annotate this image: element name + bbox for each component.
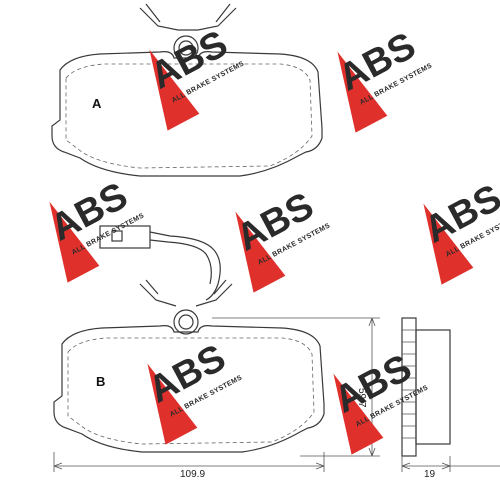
pad-a-clip-eye-inner xyxy=(178,40,194,56)
pad-b-outline xyxy=(53,325,325,453)
thickness-dim-label: 19 xyxy=(424,469,436,480)
pad-b-friction-outline xyxy=(67,337,315,445)
abs-logo-red-shape xyxy=(235,211,286,293)
height-dim-extension xyxy=(212,317,380,457)
width-dim-label: 109.9 xyxy=(180,469,205,480)
abs-logo-red-shape xyxy=(423,203,474,285)
wear-sensor-connector xyxy=(99,225,151,249)
height-dim-line xyxy=(368,317,376,457)
svg-text:ABS: ABS xyxy=(328,347,419,422)
svg-text:ABS: ABS xyxy=(142,337,233,412)
abs-logo-2: ABS ALL BRAKE SYSTEMS xyxy=(332,25,433,133)
height-dim-label: 59.7 xyxy=(356,388,367,408)
pad-b-label: B xyxy=(96,374,105,389)
svg-text:ABS: ABS xyxy=(144,23,235,98)
abs-logo-5: ABS ALL BRAKE SYSTEMS xyxy=(418,177,500,285)
wear-sensor-wire xyxy=(149,231,221,301)
abs-logo-7: ABS ALL BRAKE SYSTEMS xyxy=(328,347,429,455)
dimensions: 109.9 59.7 19 xyxy=(53,317,500,480)
abs-logo-red-shape xyxy=(333,373,384,455)
svg-text:ABS: ABS xyxy=(230,185,321,260)
thickness-dim-line xyxy=(401,456,500,472)
pad-a-outline xyxy=(51,51,323,177)
pad-a-spring-clip xyxy=(139,3,237,31)
abs-logo-3: ABS ALL BRAKE SYSTEMS xyxy=(44,175,145,283)
svg-text:ABS: ABS xyxy=(332,25,423,100)
abs-logo-red-shape xyxy=(49,201,100,283)
pad-a-label: A xyxy=(92,96,102,111)
pad-b-spring-clip xyxy=(139,279,233,307)
abs-logo-red-shape xyxy=(337,51,388,133)
wear-sensor-connector-pin xyxy=(111,230,123,242)
pad-b: B xyxy=(53,225,451,457)
pad-a-friction-outline xyxy=(65,63,313,169)
abs-logo-1: ABS ALL BRAKE SYSTEMS xyxy=(144,23,245,131)
abs-logo-4: ABS ALL BRAKE SYSTEMS xyxy=(230,185,331,293)
width-dim-line xyxy=(53,452,325,472)
abs-logo-6: ABS ALL BRAKE SYSTEMS xyxy=(142,337,243,445)
pad-a: A xyxy=(51,3,323,177)
pad-b-clip-eye-inner xyxy=(178,314,194,330)
width-dim-arrows xyxy=(53,462,325,470)
wear-sensor-wire-inner xyxy=(149,239,212,285)
abs-logo-red-shape xyxy=(147,363,198,445)
side-view-friction-block xyxy=(415,329,451,445)
svg-text:ABS: ABS xyxy=(418,177,500,252)
abs-logo-red-shape xyxy=(149,49,200,131)
pad-a-clip-eye-outer xyxy=(173,35,199,61)
svg-text:ABS: ABS xyxy=(44,175,135,250)
pad-b-clip-eye-outer xyxy=(173,309,199,335)
side-view-ribs xyxy=(402,329,416,439)
